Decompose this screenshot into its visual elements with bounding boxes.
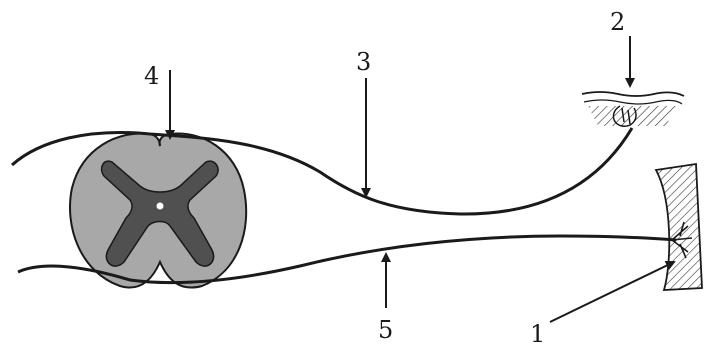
muscle-effector (656, 164, 702, 290)
skin-receptor (582, 92, 684, 126)
skin-surface-inner (584, 100, 682, 104)
muscle-body (656, 164, 702, 290)
central-canal (157, 203, 164, 210)
label-1: 1 (530, 320, 545, 348)
skin-surface (582, 92, 684, 96)
pointer-arrows (170, 36, 674, 322)
label-2: 2 (610, 8, 625, 36)
label-4: 4 (144, 62, 159, 90)
arrow-1 (550, 262, 674, 322)
spinal-cord-section (70, 133, 246, 287)
label-3: 3 (356, 48, 371, 76)
label-5: 5 (378, 316, 393, 344)
